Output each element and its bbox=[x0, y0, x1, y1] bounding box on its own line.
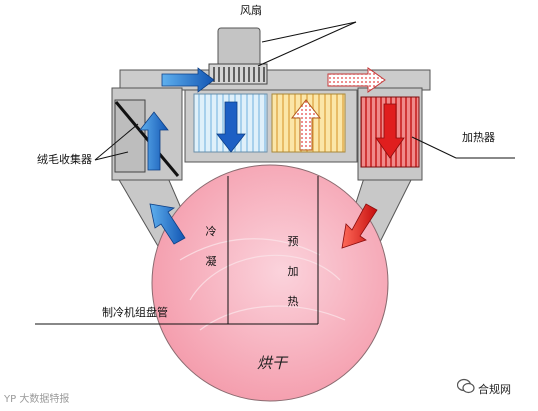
fan-base bbox=[208, 63, 268, 85]
drum-swirl-lines bbox=[179, 238, 346, 331]
coil-label: 制冷机组盘管 bbox=[102, 306, 168, 319]
preheat-char-1: 预 bbox=[287, 235, 299, 248]
heater-down-arrow bbox=[375, 103, 405, 159]
condense-label: 冷 凝 bbox=[204, 226, 218, 286]
fan-motor bbox=[217, 27, 261, 67]
wechat-icon bbox=[457, 378, 475, 394]
dryer-label: 烘干 bbox=[257, 354, 288, 372]
preheat-up-arrow bbox=[290, 99, 322, 151]
preheat-label: 预 加 热 bbox=[286, 236, 300, 326]
watermark-left: YP 大数据特报 bbox=[4, 394, 70, 405]
heater-label: 加热器 bbox=[462, 131, 495, 144]
watermark-right: 合规网 bbox=[478, 383, 511, 396]
fan-flow-arrow bbox=[161, 67, 215, 93]
condense-char-1: 冷 bbox=[205, 225, 217, 238]
hot-air-dotted-arrow bbox=[327, 67, 386, 93]
leader-lines bbox=[35, 21, 515, 325]
lint-collector-label: 绒毛收集器 bbox=[37, 153, 92, 166]
fan-label: 风扇 bbox=[240, 4, 262, 17]
drum-supply-arrow bbox=[341, 203, 378, 249]
preheat-char-3: 热 bbox=[287, 295, 299, 308]
lint-filter-panel bbox=[114, 99, 146, 173]
condenser-down-arrow bbox=[216, 101, 246, 153]
lint-filter-screen bbox=[114, 101, 180, 177]
lint-up-arrow bbox=[139, 111, 169, 171]
preheat-char-2: 加 bbox=[287, 265, 299, 278]
drum-return-arrow bbox=[149, 203, 186, 245]
condense-char-2: 凝 bbox=[205, 255, 217, 268]
drying-drum bbox=[151, 164, 389, 402]
